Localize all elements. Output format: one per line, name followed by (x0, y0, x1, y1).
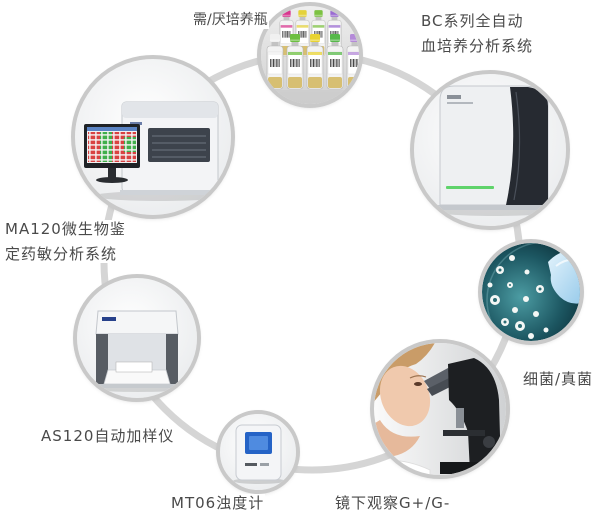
brand-mark (447, 95, 461, 99)
label-line: 定药敏分析系统 (5, 245, 118, 263)
focus-knob (483, 436, 495, 448)
node-mt06-turbidimeter (216, 410, 300, 494)
label-line: AS120自动加样仪 (41, 427, 175, 445)
stage (443, 430, 485, 436)
mt06-image (220, 414, 296, 490)
label-line: 镜下观察G+/G- (335, 494, 451, 512)
node-as120-sampler (73, 274, 201, 402)
monitor-foot (96, 177, 128, 183)
node-culture-bottles (257, 2, 363, 108)
door-edge (513, 91, 521, 201)
node-border (71, 55, 235, 219)
monitor (84, 124, 140, 183)
objective-lens (456, 408, 464, 428)
label-line: MT06浊度计 (171, 494, 265, 512)
node-border (216, 410, 300, 494)
sampler-left-pillar (96, 334, 108, 384)
model-plate (447, 102, 473, 104)
instrument-cover (122, 102, 218, 118)
brand-mark (102, 317, 116, 321)
face (379, 365, 431, 427)
sample-tray (115, 361, 153, 373)
node-ma120-system (71, 55, 235, 219)
label-line: 细菌/真菌 (523, 370, 594, 388)
display-readout (249, 436, 268, 450)
sampler-right-pillar (166, 334, 178, 384)
label-line: 血培养分析系统 (421, 37, 534, 55)
label-ma120-system: MA120微生物鉴 定药敏分析系统 (4, 220, 127, 263)
node-border (370, 339, 510, 479)
node-microscopy (370, 339, 510, 479)
label-culture-bottles: 需/厌培养瓶 (192, 11, 269, 29)
eye (414, 382, 422, 386)
dish-rim (486, 243, 580, 341)
node-bc-analyzer (410, 70, 570, 230)
label-microscopy: 镜下观察G+/G- (334, 494, 452, 512)
sampler-top-panel (95, 310, 179, 335)
culture-bottles-image (261, 6, 359, 104)
label-line: 需/厌培养瓶 (193, 12, 268, 28)
bc-analyzer-image (414, 74, 566, 226)
brand-mark (130, 122, 142, 125)
label-bc-analyzer: BC系列全自动 血培养分析系统 (420, 12, 535, 55)
analyzer-base (438, 205, 550, 210)
status-light-strip (446, 186, 494, 189)
label-line: MA120微生物鉴 (5, 220, 126, 238)
ma120-image (75, 59, 231, 215)
model-plate (260, 463, 269, 466)
as120-image (77, 278, 197, 398)
node-border (73, 274, 201, 402)
label-line: BC系列全自动 (421, 12, 524, 30)
instrument-base (120, 190, 220, 195)
node-border (410, 70, 570, 230)
label-mt06-turbidimeter: MT06浊度计 (170, 494, 266, 512)
screen-header (87, 127, 137, 131)
node-bacteria-fungi (478, 239, 584, 345)
result-grid-positive (100, 132, 112, 162)
colonies (487, 255, 549, 339)
monitor-stand (108, 168, 116, 178)
node-border (478, 239, 584, 345)
result-grid-positive (124, 137, 136, 152)
analyzer-door (506, 87, 548, 205)
card-slots (152, 135, 206, 158)
petri-dish-image (482, 243, 580, 341)
label-bacteria-fungi: 细菌/真菌 (522, 370, 595, 388)
node-border (257, 2, 363, 108)
eyebrow (409, 375, 427, 379)
ma120-instrument (120, 101, 220, 195)
brand-mark (245, 463, 257, 466)
label-as120-sampler: AS120自动加样仪 (40, 427, 176, 445)
eyepiece (424, 368, 454, 389)
sampler-base (94, 384, 180, 388)
